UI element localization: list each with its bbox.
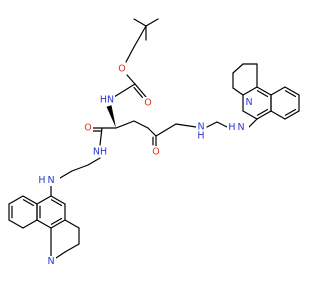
left-benzo-ring-bond	[8, 219, 24, 229]
right-linker-ch2-a	[206, 121, 218, 128]
right-cyclo-a	[232, 87, 244, 96]
left-amide-nh-label: NH	[93, 147, 107, 158]
tbu-to-quaternary	[133, 25, 147, 48]
right-central-ring-bond	[256, 110, 272, 120]
right-amide-h-label: H	[197, 131, 204, 142]
right-ring-nitrogen-label: N	[245, 97, 252, 108]
left-central-ring-bond	[36, 219, 52, 229]
right-benzo-ring-bond	[270, 110, 286, 120]
tbu-methyl-right	[145, 18, 159, 27]
right-amide-n-label: N	[197, 122, 204, 133]
right-central-ring-inner-bond	[256, 90, 269, 98]
ch2-to-ch2	[133, 120, 149, 129]
alpha-carbon-wedge	[106, 105, 116, 128]
right-central-ring-bond	[242, 86, 258, 96]
atom-label-layer: O O HN O NH O N H H N N H N N	[38, 63, 254, 267]
boc-carbonyl-double	[134, 83, 147, 98]
left-cyclo-c	[64, 243, 80, 253]
left-central-ring-bond	[36, 195, 52, 205]
chain-to-right-amide-n	[175, 123, 197, 128]
left-cyclo-d	[55, 251, 66, 259]
ch2-to-right-amide-carbon	[147, 127, 157, 137]
left-linker-ch2-a	[71, 164, 89, 172]
left-central-ring-inner-bond	[50, 199, 63, 207]
right-linker-ch2-b	[216, 121, 228, 128]
left-acridine-nh-label: N	[47, 175, 54, 186]
boc-carbonyl-double-inner	[133, 86, 143, 98]
left-benzo-ring-inner-bond	[22, 199, 35, 207]
left-central-ring-bond	[50, 195, 66, 205]
ester-oxygen-label: O	[118, 64, 125, 75]
left-benzo-ring-bond	[22, 219, 38, 229]
left-benzo-ring-bond	[22, 195, 38, 205]
boc-carbonyl-oxygen-label: O	[144, 98, 151, 109]
right-central-ring-inner-bond	[256, 108, 269, 116]
bond-layer	[8, 18, 300, 259]
right-cyclo-c	[232, 63, 244, 74]
quaternary-to-ester-o	[125, 46, 135, 63]
right-amide-oxygen-label: O	[152, 147, 159, 158]
right-central-ring-bond	[242, 110, 258, 120]
right-acridine-h-label: H	[228, 122, 235, 133]
right-benzo-ring-bond	[284, 86, 300, 96]
boc-nh-label: HN	[100, 95, 114, 106]
left-amide-n-to-ch2	[87, 157, 101, 166]
left-amide-c-to-n	[99, 127, 103, 146]
right-acridine-nh-label: N	[237, 122, 244, 133]
right-benzo-ring-inner-bond	[284, 90, 297, 98]
right-benzo-ring-bond	[284, 110, 300, 120]
left-benzo-ring-bond	[8, 195, 24, 205]
right-amide-c-to-chain	[155, 123, 177, 137]
left-central-ring-bond	[50, 219, 66, 229]
left-linker-ch2-b	[59, 170, 73, 179]
right-central-ring-bond	[256, 86, 272, 96]
ester-o-to-carbonyl	[126, 74, 136, 85]
boc-carbonyl-to-nh	[113, 83, 136, 98]
right-benzo-ring-bond	[270, 86, 286, 96]
right-nh-to-acridine	[248, 118, 258, 128]
tbu-methyl-top	[133, 18, 147, 27]
left-acridine-h-label: H	[38, 175, 45, 186]
molecule-structure-diagram: O O HN O NH O N H H N N H N N	[8, 18, 300, 267]
left-central-ring-inner-bond	[50, 217, 63, 225]
right-benzo-ring-inner-bond	[284, 108, 297, 116]
left-amide-oxygen-label: O	[84, 123, 91, 134]
alpha-to-ch2	[115, 120, 135, 129]
left-cyclo-a	[64, 219, 80, 229]
left-ring-nitrogen-label: N	[47, 256, 54, 267]
